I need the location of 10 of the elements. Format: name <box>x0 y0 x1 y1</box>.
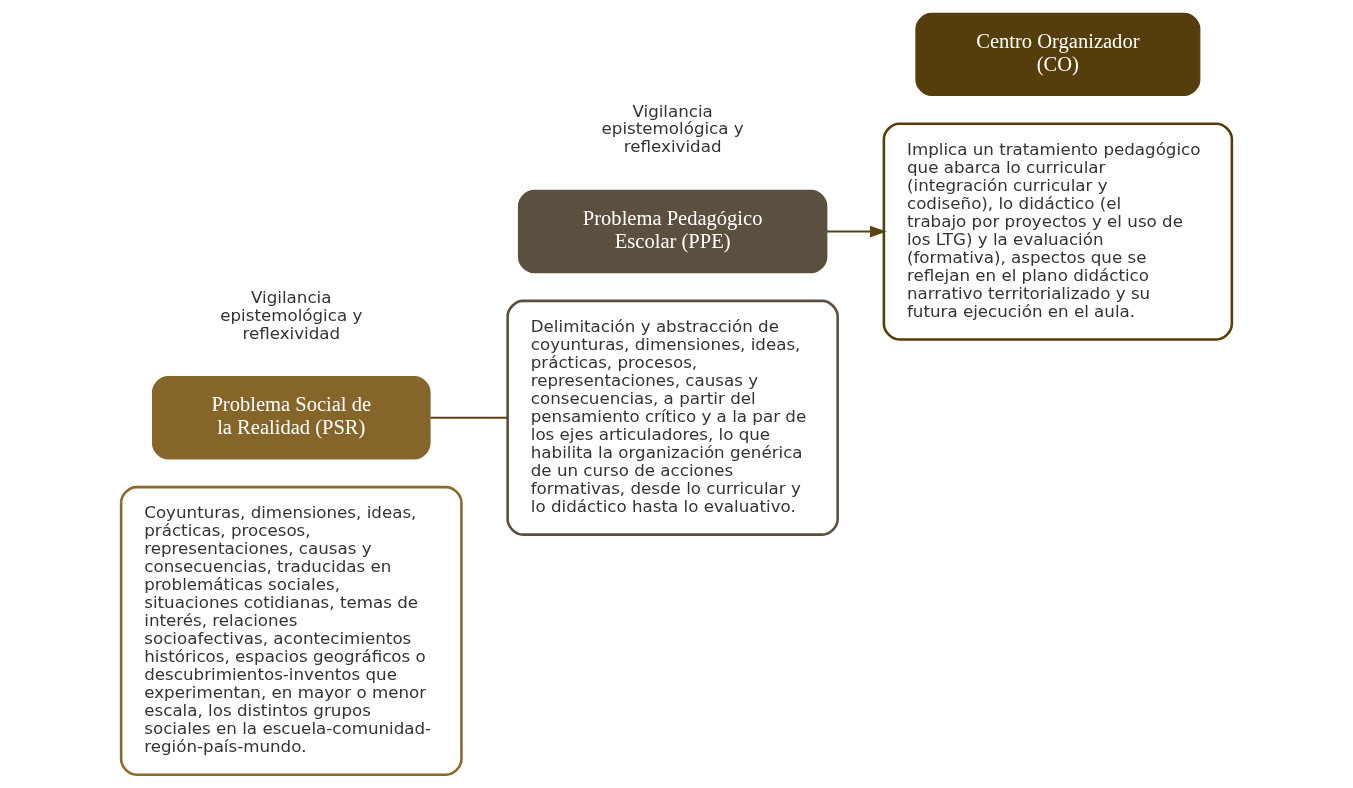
label: Vigilancia epistemológica y reflexividad <box>601 101 744 157</box>
node-box: Delimitación y abstracción de coyunturas, dimensiones, ideas, prácticas, procesos, representaciones, causas y consecuencias, a partir del pensamiento crítico y a la par de los ejes articuladores, lo que habilita la organización genérica de un curso de acciones formativas, desde lo curricular y lo didáctico hasta lo evaluativo. <box>506 299 839 536</box>
node-box: Problema Social de la Realidad (PSR) <box>151 376 431 460</box>
connector <box>429 416 509 419</box>
node-box: Centro Organizador (CO) <box>915 12 1201 97</box>
label: Vigilancia epistemológica y reflexividad <box>220 287 363 343</box>
node-box: Coyunturas, dimensiones, ideas, prácticas, procesos, representaciones, causas y consecuencias, traducidas en problemáticas sociales, situaciones cotidianas, temas de interés, relaciones socioafectivas, acontecimientos históricos, espacios geográficos o descubrimientos-inventos que experimentan, en mayor o menor escala, los distintos grupos sociales en la escuela-comunidad-región-país-mundo. <box>119 485 463 776</box>
node-box: Implica un tratamiento pedagógico que abarca lo curricular (integración curricular y codiseño), lo didáctico (el trabajo por proyectos y el uso de los LTG) y la evaluación (formativa), aspectos que se reflejan en el plano didáctico narrativo territorializado y su futura ejecución en el aula. <box>882 122 1234 341</box>
node-box: Problema Pedagógico Escolar (PPE) <box>517 189 828 274</box>
arrow <box>825 225 887 238</box>
